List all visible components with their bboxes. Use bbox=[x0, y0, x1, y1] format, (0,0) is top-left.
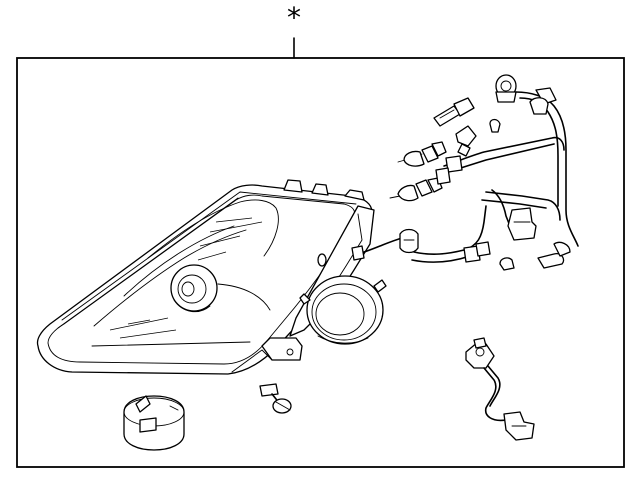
bulb-h7 bbox=[397, 141, 447, 167]
socket-top bbox=[495, 74, 517, 103]
mounting-bolt bbox=[259, 383, 292, 414]
lamp-cap bbox=[123, 395, 185, 451]
asterisk-callout: * bbox=[287, 1, 301, 34]
assembly-frame bbox=[16, 57, 625, 468]
bulb-h1 bbox=[389, 177, 443, 202]
headlamp-housing bbox=[36, 179, 375, 375]
wiring-harness bbox=[351, 87, 579, 271]
ballast-harness bbox=[465, 337, 535, 441]
wedge-bulb bbox=[433, 97, 475, 127]
projector-lens bbox=[299, 275, 387, 345]
bulb-socket bbox=[455, 118, 501, 157]
